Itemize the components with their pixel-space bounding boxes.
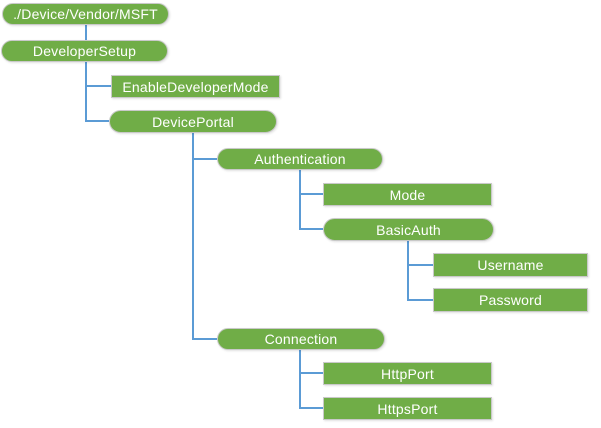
connector-elbow-basicauth: [299, 228, 323, 230]
node-connection: Connection: [217, 328, 385, 350]
connector-elbow-authentication: [192, 158, 217, 160]
connector-elbow-password: [407, 299, 433, 301]
connector-elbow-deviceportal: [85, 120, 109, 122]
connector-elbow-httpport: [299, 372, 323, 374]
connector-elbow-mode: [299, 193, 323, 195]
node-enabledevelopermode: EnableDeveloperMode: [111, 75, 280, 98]
connector-elbow-enabledevelopermode: [85, 85, 111, 87]
connector-elbow-httpsport: [299, 407, 323, 409]
node-authentication: Authentication: [217, 148, 383, 170]
node-httpport: HttpPort: [323, 362, 492, 385]
connector-elbow-connection: [192, 338, 217, 340]
connector-connection-trunk: [299, 350, 301, 409]
node-root-path: ./Device/Vendor/MSFT: [2, 3, 169, 25]
connector-deviceportal-trunk: [192, 133, 194, 339]
node-basicauth: BasicAuth: [323, 218, 494, 241]
connector-developersetup-trunk: [85, 62, 87, 122]
node-password: Password: [433, 288, 588, 312]
node-deviceportal: DevicePortal: [109, 110, 277, 133]
connector-elbow-username: [407, 264, 433, 266]
connector-basicauth-trunk: [407, 241, 409, 300]
node-httpsport: HttpsPort: [323, 397, 492, 420]
connector-authentication-trunk: [299, 169, 301, 230]
node-mode: Mode: [323, 183, 492, 206]
connector-root-developersetup: [85, 25, 87, 40]
node-username: Username: [433, 253, 588, 277]
node-developersetup: DeveloperSetup: [1, 40, 168, 62]
